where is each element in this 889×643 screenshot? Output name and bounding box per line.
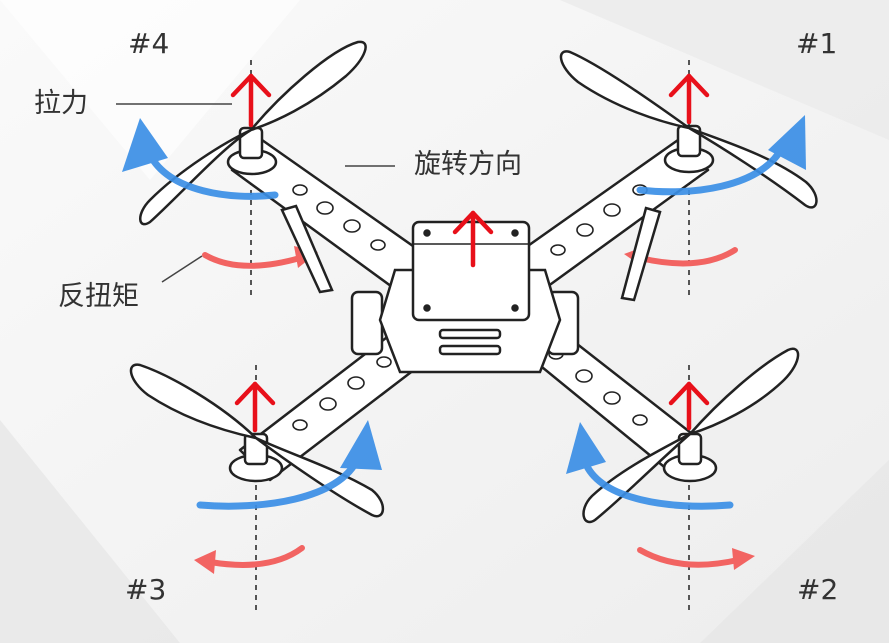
thrust-arrows xyxy=(230,73,710,433)
hole xyxy=(550,244,566,256)
rotation-arrowhead-3 xyxy=(340,420,382,470)
hole xyxy=(575,369,593,383)
hole xyxy=(603,203,621,217)
rotation-arrows xyxy=(122,115,806,510)
box-screw xyxy=(423,304,431,312)
rotation-arrow-4 xyxy=(146,151,279,200)
box-screw xyxy=(423,229,431,237)
motor-4-body xyxy=(238,126,264,160)
bg-facet xyxy=(0,420,180,643)
box-screw xyxy=(511,304,519,312)
arm-holes xyxy=(292,184,648,431)
rotation-arrowhead-1 xyxy=(768,115,806,170)
propellers xyxy=(129,40,818,524)
hole xyxy=(316,201,334,215)
thrust-arrowhead-3 xyxy=(234,381,276,406)
hole xyxy=(319,397,337,411)
rotation-arrow-3 xyxy=(196,454,362,510)
leader-lines xyxy=(116,103,395,283)
motor-3-label: #3 xyxy=(125,573,167,606)
leg-left xyxy=(280,204,334,294)
bg-facet xyxy=(0,0,300,180)
thrust-arrowhead-1 xyxy=(668,73,710,98)
propeller-1 xyxy=(559,50,818,209)
box-screw xyxy=(511,229,519,237)
torque-arrow-4 xyxy=(202,252,303,269)
thrust-label: 拉力 xyxy=(34,88,88,119)
propeller-4 xyxy=(139,40,367,226)
hole xyxy=(370,239,386,251)
motor-1-label: #1 xyxy=(796,27,838,60)
rotation-arrowhead-2 xyxy=(566,422,606,474)
hole xyxy=(292,419,308,431)
motor-mounts xyxy=(226,124,718,483)
thrust-arrowhead-4 xyxy=(230,73,272,98)
hole xyxy=(343,219,361,233)
propeller-2 xyxy=(582,347,800,524)
hole xyxy=(632,414,648,426)
rotation-arrow-2 xyxy=(581,458,734,510)
central-body xyxy=(378,220,562,374)
hole xyxy=(376,356,392,368)
hole xyxy=(347,376,365,390)
lower-slot xyxy=(438,328,502,340)
motor-1-body xyxy=(676,124,702,158)
hole xyxy=(576,223,594,237)
propeller-3 xyxy=(129,363,385,518)
torque-arrow-3 xyxy=(207,545,305,568)
hole xyxy=(603,391,621,405)
bg-facet xyxy=(560,0,889,140)
rotation-arrowhead-4 xyxy=(122,118,168,172)
torque-arrowhead-3 xyxy=(194,550,216,574)
hole xyxy=(292,184,308,196)
reaction-torque-label: 反扭矩 xyxy=(58,281,139,312)
rotation-direction-label: 旋转方向 xyxy=(414,149,522,180)
torque-arrowhead-2 xyxy=(732,548,755,570)
motor-4-label: #4 xyxy=(128,27,170,60)
rotation-arrow-1 xyxy=(636,144,786,196)
landing-legs xyxy=(280,204,662,302)
battery-left xyxy=(350,290,384,356)
thrust-arrowhead-center xyxy=(452,210,494,235)
motor-2-label: #2 xyxy=(797,573,839,606)
bg-facet xyxy=(700,460,889,643)
leg-right xyxy=(620,206,662,302)
thrust-arrowhead-2 xyxy=(668,381,710,406)
torque-arrow-1 xyxy=(637,247,738,267)
lower-slot xyxy=(438,344,502,356)
torque-arrow-2 xyxy=(637,547,741,568)
torque-leader xyxy=(161,255,203,283)
